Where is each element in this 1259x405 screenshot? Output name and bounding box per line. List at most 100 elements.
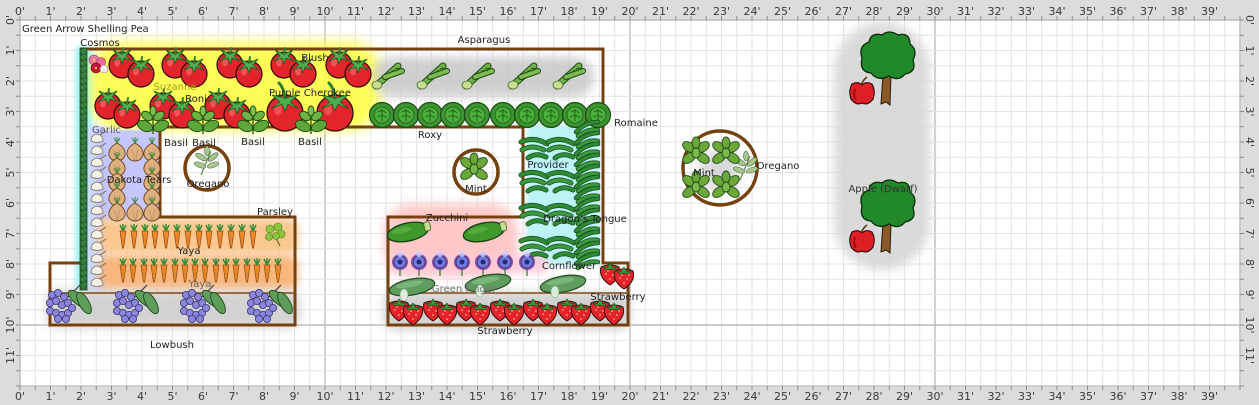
ruler-label-top: 11': [347, 5, 364, 18]
ruler-label-bottom: 2': [76, 390, 86, 403]
ruler-label-right: 0': [1243, 15, 1256, 25]
ruler-label-left: 9': [4, 289, 17, 299]
ruler-label-bottom: 11': [347, 390, 364, 403]
lowbush-shade: [46, 290, 300, 328]
ruler-label-bottom: 25': [774, 390, 791, 403]
plant-label: Yaya: [177, 246, 201, 257]
ruler-label-top: 7': [228, 5, 238, 18]
ruler-label-top: 13': [408, 5, 425, 18]
ruler-label-bottom: 38': [1170, 390, 1187, 403]
ruler-label-right: 1': [1243, 45, 1256, 55]
ruler-label-bottom: 23': [713, 390, 730, 403]
ruler-label-left: 2': [4, 76, 17, 86]
ruler-label-top: 14': [438, 5, 455, 18]
ruler-label-bottom: 21': [652, 390, 669, 403]
ruler-label-top: 28': [865, 5, 882, 18]
ruler-label-top: 10': [316, 5, 333, 18]
cabbage-icon[interactable]: [439, 101, 467, 129]
plant-label: Provider: [527, 160, 569, 171]
ruler-label-top: 35': [1079, 5, 1096, 18]
cabbage-icon[interactable]: [489, 101, 517, 129]
plant-label: Cosmos: [80, 38, 119, 49]
ruler-label-bottom: 27': [835, 390, 852, 403]
ruler-label-left: 8': [4, 259, 17, 269]
ruler-label-bottom: 19': [591, 390, 608, 403]
ruler-label-bottom: 15': [469, 390, 486, 403]
cabbage-icon[interactable]: [416, 101, 444, 129]
ruler-label-top: 3': [106, 5, 116, 18]
ruler-label-right: 8': [1243, 259, 1256, 269]
ruler-label-right: 4': [1243, 137, 1256, 147]
plant-label: Basil: [298, 137, 322, 148]
plant-label: Mint: [693, 168, 715, 179]
ruler-label-top: 15': [469, 5, 486, 18]
ruler-label-left: 10': [4, 316, 17, 333]
plant-label: Dragon's Tongue: [543, 214, 627, 225]
plant-label: Roxy: [418, 130, 442, 141]
plant-label: Strawberry: [590, 292, 645, 303]
plant-label: Dakota Tears: [107, 175, 172, 186]
ruler-label-bottom: 39': [1201, 390, 1218, 403]
plant-label: Mint: [465, 184, 487, 195]
ruler-label-top: 26': [804, 5, 821, 18]
ruler-label-top: 25': [774, 5, 791, 18]
plant-label: Basil: [192, 138, 216, 149]
ruler-label-top: 20': [621, 5, 638, 18]
ruler-label-bottom: 0': [15, 390, 25, 403]
pea-trellis[interactable]: [79, 47, 88, 291]
cabbage-icon[interactable]: [392, 101, 420, 129]
ruler-label-bottom: 9': [289, 390, 299, 403]
plant-label: Lowbush: [150, 340, 194, 351]
ruler-label-top: 8': [259, 5, 269, 18]
ruler-label-bottom: 7': [228, 390, 238, 403]
ruler-label-bottom: 8': [259, 390, 269, 403]
cabbage-icon[interactable]: [368, 101, 396, 129]
ruler-label-right: 6': [1243, 198, 1256, 208]
ruler-label-bottom: 32': [987, 390, 1004, 403]
cabbage-icon[interactable]: [463, 101, 491, 129]
ruler-label-top: 2': [76, 5, 86, 18]
ruler-label-top: 39': [1201, 5, 1218, 18]
ruler-label-top: 30': [926, 5, 943, 18]
plant-label: Oregano: [187, 179, 230, 190]
ruler-label-bottom: 17': [530, 390, 547, 403]
ruler-label-bottom: 5': [167, 390, 177, 403]
ruler-label-left: 6': [4, 198, 17, 208]
plant-label: Purple Cherokee: [269, 88, 351, 99]
plant-label: Parsley: [257, 207, 293, 218]
ruler-bottom: [0, 386, 1259, 405]
ruler-label-bottom: 12': [377, 390, 394, 403]
ruler-label-top: 16': [499, 5, 516, 18]
cabbage-icon[interactable]: [537, 101, 565, 129]
ruler-label-bottom: 3': [106, 390, 116, 403]
ruler-label-left: 3': [4, 106, 17, 116]
ruler-label-bottom: 14': [438, 390, 455, 403]
ruler-label-bottom: 37': [1140, 390, 1157, 403]
plant-label: Basil: [164, 138, 188, 149]
ruler-label-top: 32': [987, 5, 1004, 18]
mint-pot[interactable]: [452, 148, 500, 196]
plant-label: Yaya: [188, 279, 212, 290]
ruler-label-left: 11': [4, 347, 17, 364]
plant-label: Basil: [241, 137, 265, 148]
ruler-label-top: 21': [652, 5, 669, 18]
ruler-label-bottom: 22': [682, 390, 699, 403]
ruler-label-top: 18': [560, 5, 577, 18]
ruler-top: [0, 0, 1259, 20]
ruler-label-top: 5': [167, 5, 177, 18]
ruler-label-top: 6': [198, 5, 208, 18]
ruler-label-bottom: 16': [499, 390, 516, 403]
ruler-label-bottom: 18': [560, 390, 577, 403]
ruler-label-bottom: 29': [896, 390, 913, 403]
plant-label: Garlic: [92, 125, 121, 136]
plant-label: Suzanne: [154, 82, 197, 93]
ruler-label-top: 31': [957, 5, 974, 18]
ruler-label-right: 3': [1243, 106, 1256, 116]
ruler-right: [1240, 0, 1259, 405]
cabbage-icon[interactable]: [513, 101, 541, 129]
ruler-label-bottom: 36': [1109, 390, 1126, 403]
ruler-label-top: 23': [713, 5, 730, 18]
